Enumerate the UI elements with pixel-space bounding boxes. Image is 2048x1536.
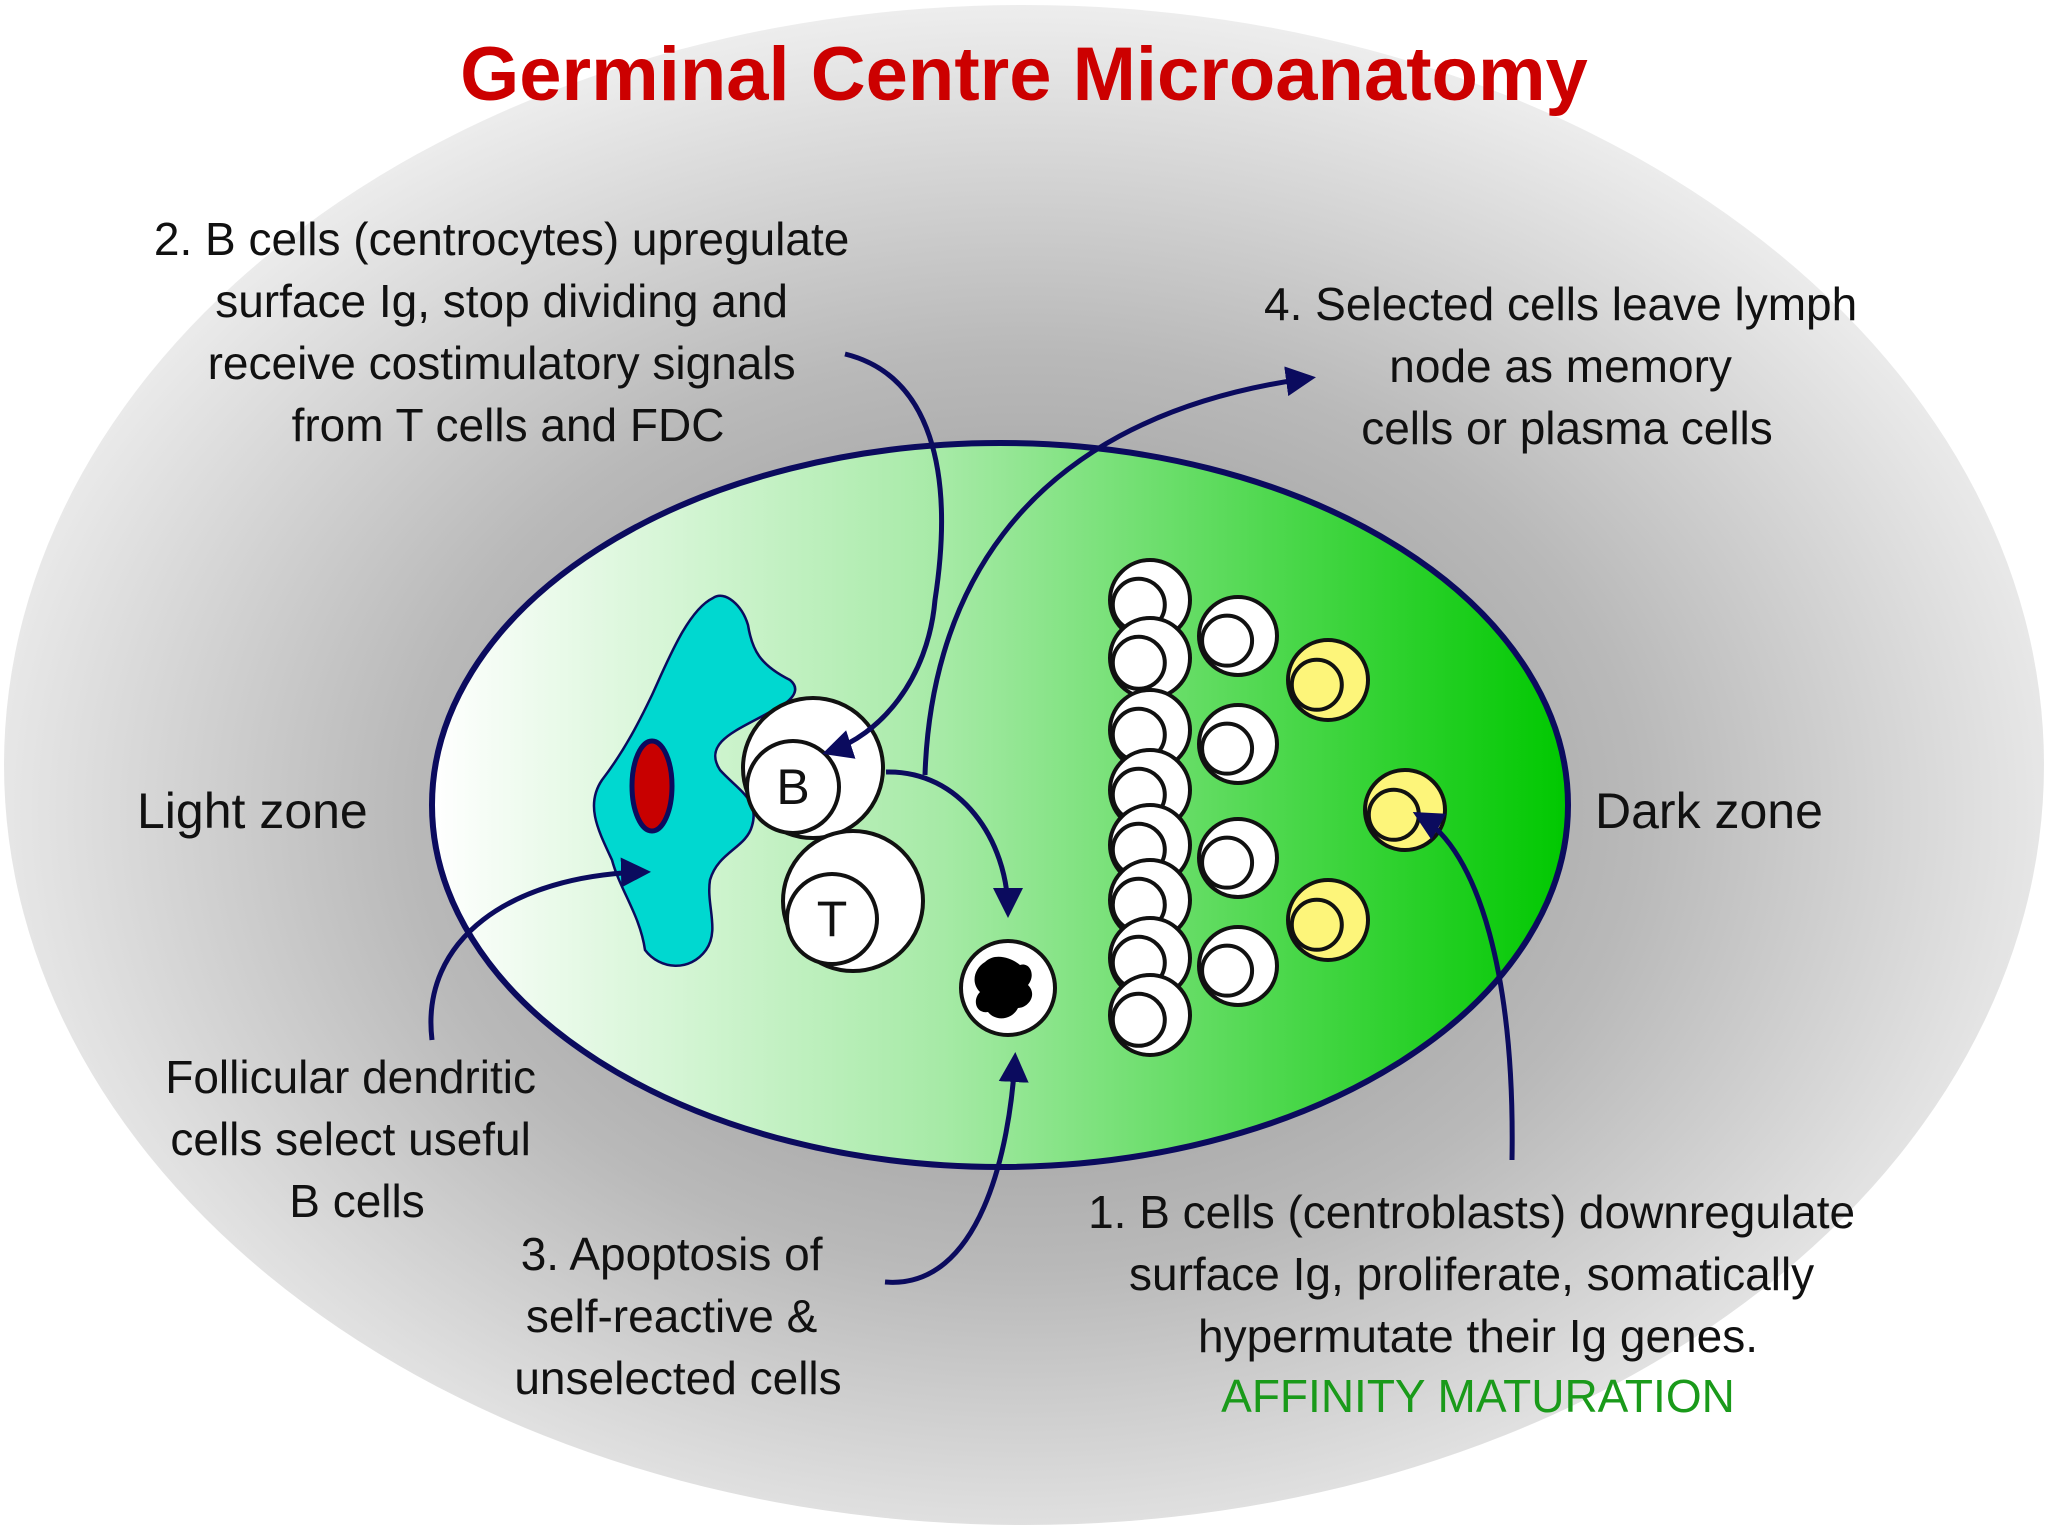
step1-text: 1. B cells (centroblasts) downregulate s… (1088, 1186, 1868, 1362)
light-zone-label: Light zone (137, 783, 368, 839)
fdc-line1: Follicular dendritic (165, 1051, 536, 1103)
arrow-step4 (922, 366, 1316, 776)
apoptotic-fragments (974, 956, 1033, 1019)
fdc-line3: B cells (289, 1175, 424, 1227)
arrow-step3 (884, 1052, 1029, 1285)
step2-line3: receive costimulatory signals (208, 337, 796, 389)
b-cell-label: B (776, 759, 809, 815)
step4-line2: node as memory (1389, 340, 1732, 392)
t-cell-label: T (817, 891, 848, 947)
arrow-b-to-apoptosis (885, 769, 1023, 918)
step2-line2: surface Ig, stop dividing and (215, 275, 788, 327)
centroblast-column-mid (1197, 595, 1279, 1007)
yellow-cells (1286, 638, 1447, 962)
centroblast-mid-2-inner (1200, 835, 1255, 890)
step1-line1: 1. B cells (centroblasts) downregulate (1088, 1186, 1855, 1238)
centroblast-left-7-inner (1110, 991, 1167, 1048)
dark-zone-label: Dark zone (1595, 783, 1823, 839)
fdc-line2: cells select useful (170, 1113, 531, 1165)
t-cell-inner (785, 872, 879, 966)
centroblast-mid-0-inner (1200, 613, 1255, 668)
b-cell-inner (745, 739, 841, 835)
arrow-step1 (1412, 812, 1515, 1161)
fdc-text: Follicular dendritic cells select useful… (165, 1051, 548, 1227)
arrow-fdc (428, 857, 651, 1041)
arrow-step2 (822, 351, 945, 759)
step3-line2: self-reactive & (526, 1290, 817, 1342)
step2-line4: from T cells and FDC (292, 399, 725, 451)
step1-line2: surface Ig, proliferate, somatically (1129, 1248, 1814, 1300)
step3-line1: 3. Apoptosis of (521, 1228, 823, 1280)
yellow-cell-2-inner (1289, 897, 1344, 952)
centroblast-mid-1-inner (1200, 721, 1255, 776)
centroblast-column-left (1108, 558, 1192, 1057)
step1-line3: hypermutate their Ig genes. (1198, 1310, 1758, 1362)
step3-line3: unselected cells (514, 1352, 841, 1404)
step4-line1: 4. Selected cells leave lymph (1264, 278, 1857, 330)
yellow-cell-1-inner (1366, 787, 1421, 842)
step4-text: 4. Selected cells leave lymph node as me… (1264, 278, 1870, 454)
step3-text: 3. Apoptosis of self-reactive & unselect… (514, 1228, 841, 1404)
step2-text: 2. B cells (centrocytes) upregulate surf… (154, 213, 862, 451)
step2-line1: 2. B cells (centrocytes) upregulate (154, 213, 849, 265)
step4-line3: cells or plasma cells (1361, 402, 1773, 454)
centroblast-mid-3-inner (1200, 943, 1255, 998)
centroblast-left-1-inner (1110, 634, 1167, 691)
yellow-cell-0-inner (1289, 657, 1344, 712)
fdc-nucleus (629, 738, 675, 834)
affinity-maturation-label: AFFINITY MATURATION (1221, 1370, 1735, 1422)
page-title: Germinal Centre Microanatomy (460, 32, 1588, 117)
